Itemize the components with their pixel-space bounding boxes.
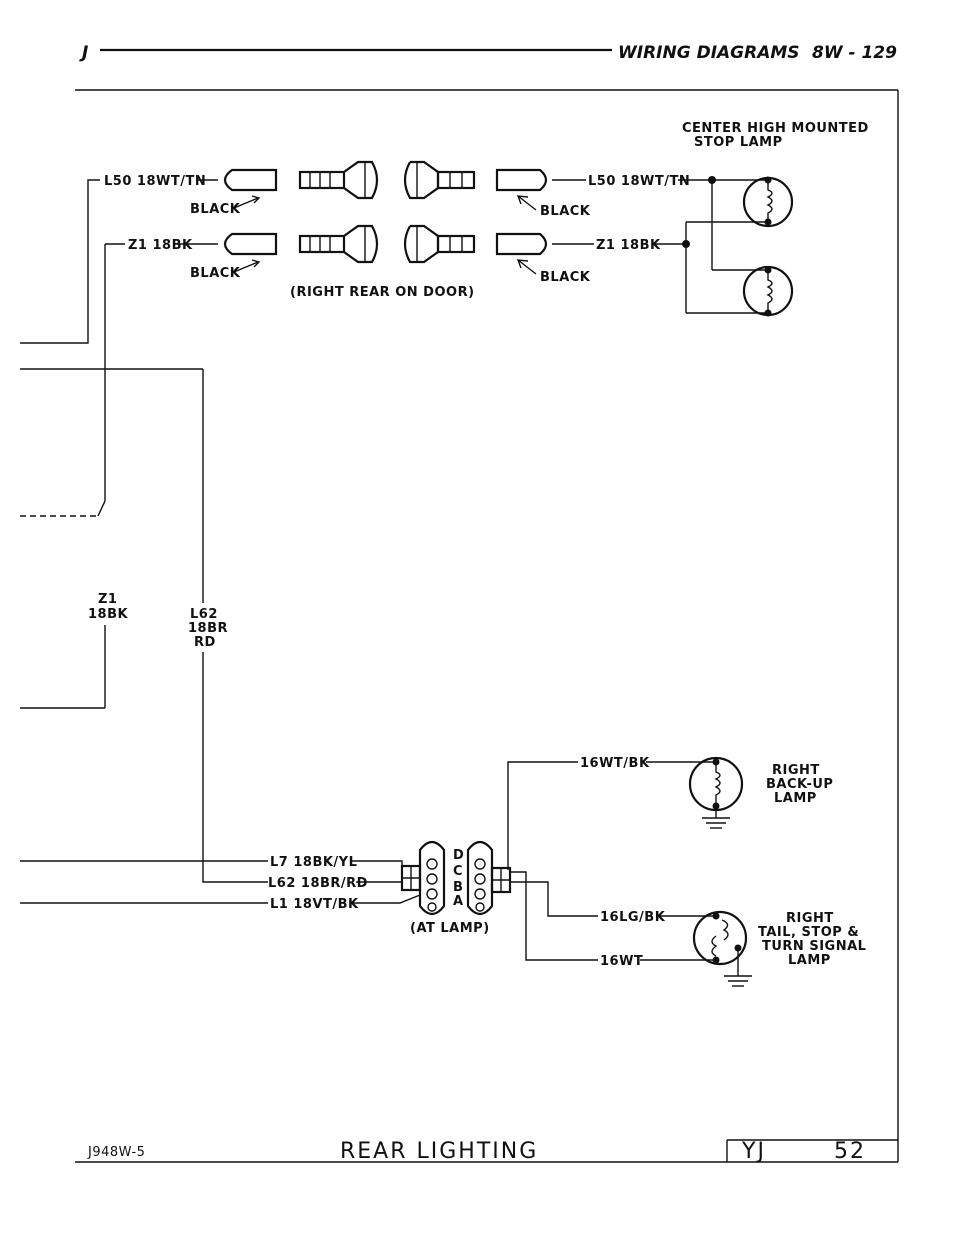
connector-right-bottom (495, 232, 548, 256)
wire-l7-right (352, 860, 403, 868)
wire-16wt-route (510, 871, 598, 961)
label-l50-right: L50 18WT/TN (588, 174, 690, 189)
label-black-4: BLACK (540, 270, 591, 285)
label-z1-right: Z1 18BK (596, 238, 661, 253)
label-z1-vert-1: Z1 (98, 592, 117, 607)
label-black-1: BLACK (190, 202, 241, 217)
arrow-black-1 (233, 195, 261, 209)
label-backup-1: RIGHT (772, 763, 820, 778)
label-l7: L7 18BK/YL (270, 855, 357, 870)
label-backup-3: LAMP (774, 791, 817, 806)
footer-page-num: 52 (834, 1139, 866, 1164)
label-tail-2: TAIL, STOP & (758, 925, 859, 940)
connector-right-top (495, 168, 548, 192)
label-right-rear-door: (RIGHT REAR ON DOOR) (290, 285, 475, 300)
lamp-connector (400, 840, 512, 916)
header-page: 8W - 129 (812, 43, 897, 63)
label-l62-vert-1: L62 (190, 607, 218, 622)
label-backup-2: BACK-UP (766, 777, 833, 792)
header-section-letter: J (79, 43, 88, 63)
label-tail-4: LAMP (788, 953, 831, 968)
label-tail-1: RIGHT (786, 911, 834, 926)
wire-l62-vert-lower (202, 652, 268, 883)
label-z1-vert-2: 18BK (88, 607, 128, 622)
label-l62: L62 18BR/RD (268, 876, 368, 891)
footer-title: REAR LIGHTING (340, 1139, 538, 1164)
wire-16lgbk-route (510, 881, 598, 917)
arrow-black-4 (516, 259, 537, 275)
arrow-black-3 (233, 259, 261, 273)
chmsl-lamp (652, 176, 794, 317)
footer-model: YJ (741, 1139, 766, 1164)
label-l62-vert-3: RD (194, 635, 216, 650)
label-16wtbk: 16WT/BK (580, 756, 650, 771)
chmsl-label-line1: CENTER HIGH MOUNTED (682, 121, 869, 136)
header-title: WIRING DIAGRAMS (618, 43, 800, 63)
label-z1-left: Z1 18BK (128, 238, 193, 253)
label-black-3: BLACK (190, 266, 241, 281)
connector-left-bottom (223, 232, 278, 256)
wire-z1-upper (97, 244, 106, 517)
wire-16wtbk-vert (507, 761, 578, 870)
backup-lamp (688, 756, 744, 829)
tail-lamp (692, 910, 752, 987)
label-16wt: 16WT (600, 954, 643, 969)
label-black-2: BLACK (540, 204, 591, 219)
label-pin-c: C (453, 864, 463, 879)
wire-l50-feed (20, 179, 100, 344)
label-l62-vert-2: 18BR (188, 621, 228, 636)
chmsl-label-line2: STOP LAMP (694, 135, 783, 150)
label-16lgbk: 16LG/BK (600, 910, 666, 925)
label-pin-a: A (453, 894, 464, 909)
door-connector-bottom (298, 224, 476, 264)
label-pin-d: D (453, 848, 464, 863)
label-l1: L1 18VT/BK (270, 897, 359, 912)
door-connector-top (298, 160, 476, 200)
label-l50-left: L50 18WT/TN (104, 174, 206, 189)
label-pin-b: B (453, 880, 463, 895)
arrow-black-2 (516, 195, 537, 211)
label-at-lamp: (AT LAMP) (410, 921, 490, 936)
label-tail-3: TURN SIGNAL (762, 939, 866, 954)
wire-l1-right (350, 894, 421, 904)
footer-code: J948W-5 (87, 1145, 145, 1160)
connector-left-top (223, 168, 278, 192)
